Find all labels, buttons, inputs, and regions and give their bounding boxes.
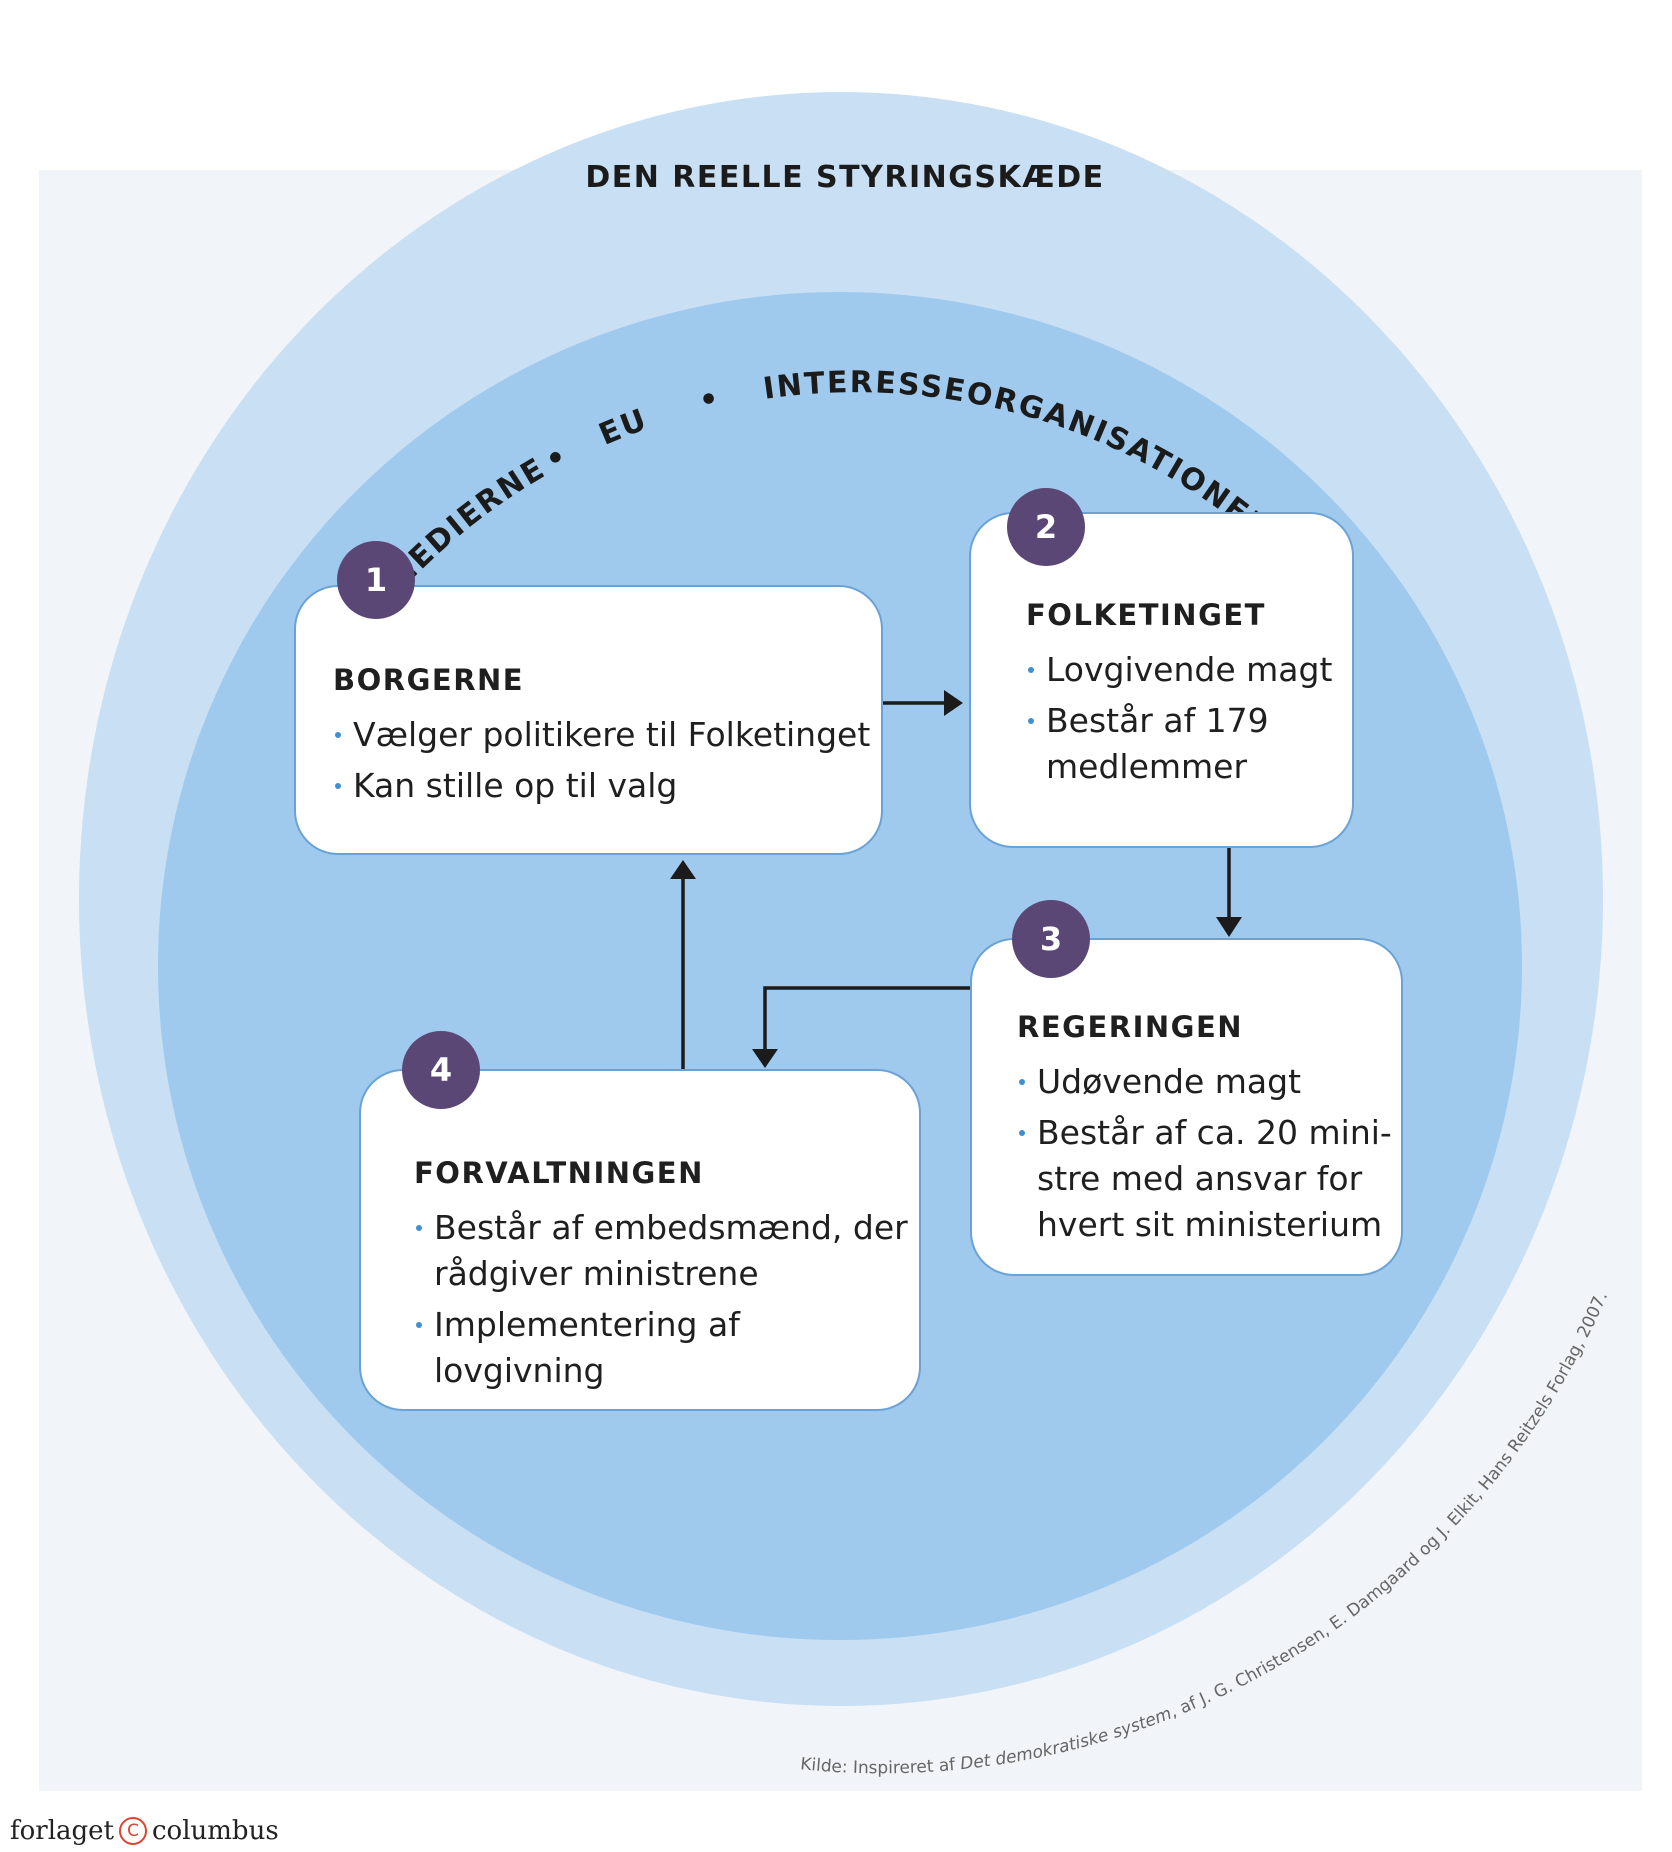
arc-separator-2: • [696,381,723,420]
list-item: Består af ca. 20 mini- [1017,1110,1397,1156]
list-item: Vælger politikere til Folketinget [333,712,873,758]
list-item: Udøvende magt [1017,1059,1397,1105]
list-item-continuation: hvert sit ministerium [1037,1205,1383,1244]
node-folketinget: FOLKETINGET Lovgivende magt Består af 17… [969,512,1354,848]
node-regeringen: REGERINGEN Udøvende magt Består af ca. 2… [970,938,1403,1276]
arrowheads [670,690,1242,1068]
list-item: Lovgivende magt [1026,647,1346,693]
node-forvaltningen: FORVALTNINGEN Består af embedsmænd, der … [359,1069,921,1411]
connectors [681,701,1231,1070]
node-bullet-list: Vælger politikere til Folketinget Kan st… [333,712,873,814]
source-credit-path: Kilde: Inspireret af Det demokratiske sy… [799,1289,1612,1779]
node-title: FORVALTNINGEN [414,1156,704,1190]
step-badge-4: 4 [402,1031,480,1109]
arrowhead-2 [944,690,963,716]
node-title: FOLKETINGET [1026,598,1266,632]
list-item: Implementering af lovgivning [414,1302,914,1394]
list-item: Kan stille op til valg [333,763,873,809]
list-item-continuation: stre med ansvar for [1037,1159,1363,1198]
arrowhead-1 [670,860,696,879]
list-item: Består af embedsmænd, der [414,1205,914,1251]
node-bullet-list: Lovgivende magt Består af 179 medlemmer [1026,647,1346,795]
step-badge-1: 1 [337,541,415,619]
arrowhead-3 [1216,917,1242,937]
edge-3-to-4 [763,986,970,1051]
list-item-continuation: rådgiver ministrene [434,1254,759,1293]
copyright-c-icon: C [119,1817,147,1845]
arc-label-eu: EU [594,402,653,453]
step-badge-3: 3 [1012,900,1090,978]
node-bullet-list: Udøvende magt Består af ca. 20 mini- str… [1017,1059,1397,1253]
node-title: BORGERNE [333,663,525,697]
step-badge-2: 2 [1007,488,1085,566]
arrowhead-4 [752,1049,778,1068]
publisher-logo: forlaget C columbus [10,1816,279,1846]
node-title: REGERINGEN [1017,1010,1244,1044]
logo-text-left: forlaget [10,1816,114,1846]
node-bullet-list: Består af embedsmænd, der rådgiver minis… [414,1205,914,1399]
source-credit: Kilde: Inspireret af Det demokratiske sy… [799,1289,1612,1779]
chain-title: DEN REELLE STYRINGSKÆDE [585,160,1105,195]
list-item-continuation: medlemmer [1046,747,1248,786]
logo-text-right: columbus [152,1816,279,1846]
list-item: Består af 179 [1026,698,1346,744]
node-borgerne: BORGERNE Vælger politikere til Folketing… [294,585,883,855]
